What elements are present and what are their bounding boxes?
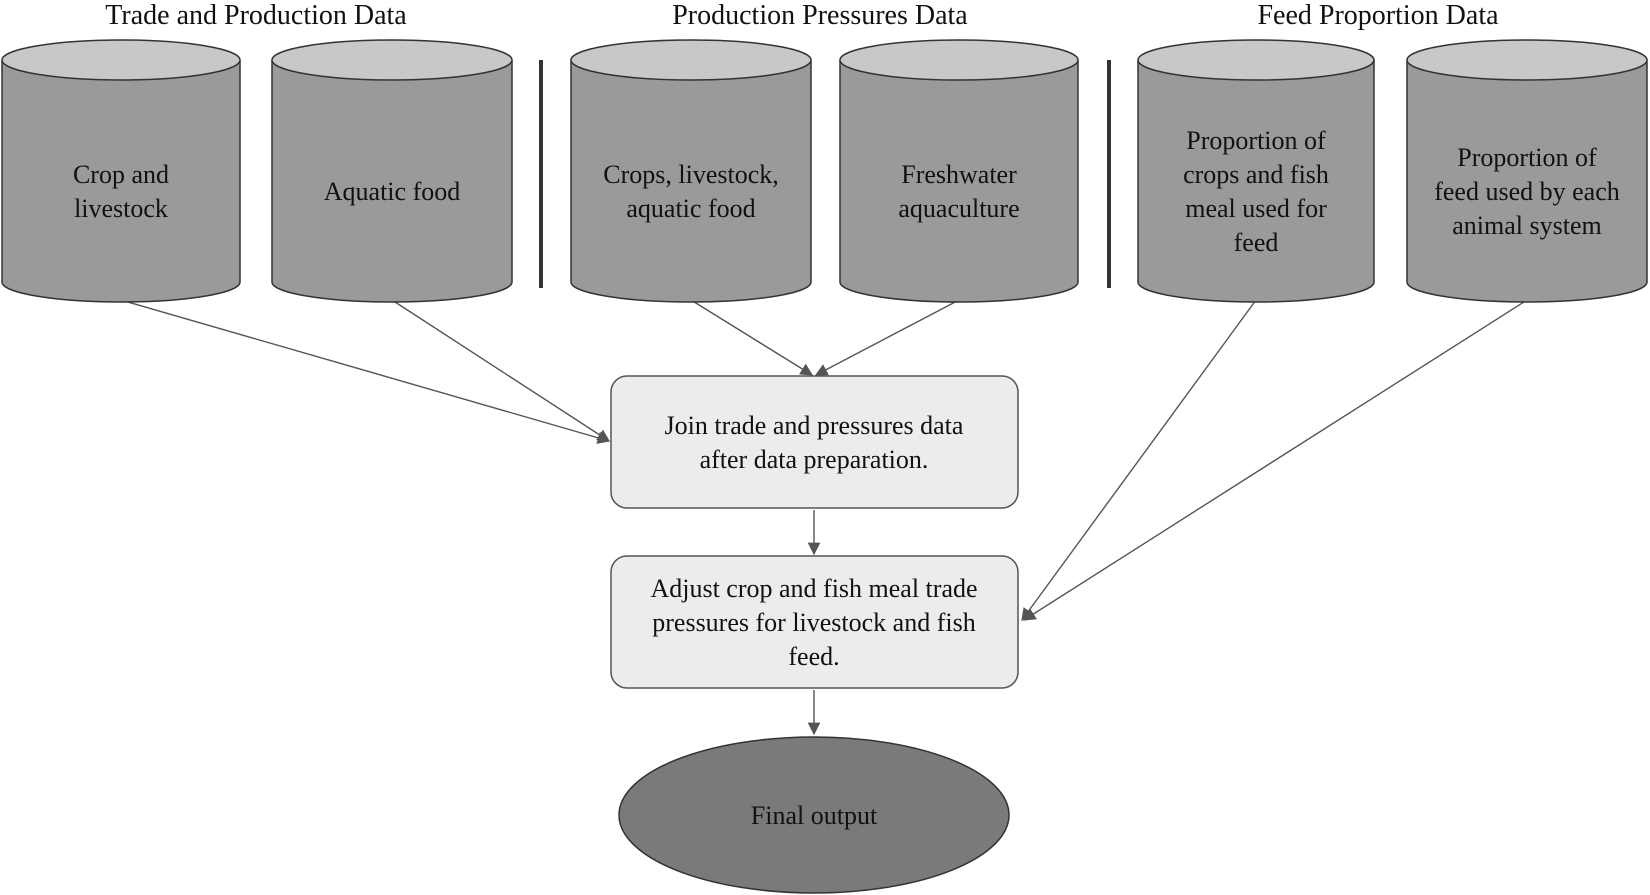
cylinder-feed-crops-fishmeal-label: Proportion of crops and fish meal used for… — [1183, 126, 1329, 257]
label-line: Aquatic food — [324, 177, 460, 206]
process-adjust-feed-pressures: Adjust crop and fish meal trade pressures… — [610, 555, 1019, 689]
edge-feed-by-animal-to-adjust — [1022, 299, 1528, 621]
label-line: Freshwater — [901, 160, 1017, 189]
cylinder-freshwater-aquaculture: Freshwater aquaculture — [839, 39, 1079, 303]
edge-feed-crops-fishmeal-to-adjust — [1021, 299, 1257, 622]
header-feed-proportion: Feed Proportion Data — [1257, 0, 1499, 31]
edge-crop-livestock-to-join — [120, 299, 611, 444]
process-adjust-feed-pressures-label: Adjust crop and fish meal trade pressures… — [650, 574, 977, 671]
label-line: Proportion of — [1186, 126, 1326, 155]
edge-aquatic-food-to-join — [391, 299, 611, 442]
cylinder-feed-by-animal-label: Proportion of feed used by each animal sys… — [1434, 143, 1620, 240]
label-line: Crop and — [73, 160, 169, 189]
label-line: Adjust crop and fish meal trade — [650, 574, 977, 603]
cylinder-feed-by-animal: Proportion of feed used by each animal sys… — [1406, 39, 1648, 303]
label-line: Final output — [751, 801, 878, 830]
cylinder-aquatic-food-label: Aquatic food — [324, 177, 460, 206]
process-join-data-label: Join trade and pressures data after data … — [665, 411, 964, 474]
cylinder-freshwater-aquaculture-label: Freshwater aquaculture — [898, 160, 1019, 223]
label-line: animal system — [1452, 211, 1601, 240]
edges — [120, 299, 1528, 736]
label-line: aquaculture — [898, 194, 1019, 223]
cylinder-crops-livestock-aquatic-label: Crops, livestock, aquatic food — [603, 160, 779, 223]
cylinder-crop-livestock: Crop and livestock — [1, 39, 241, 303]
cylinder-crop-livestock-label: Crop and livestock — [73, 160, 169, 223]
label-line: aquatic food — [626, 194, 755, 223]
process-join-data: Join trade and pressures data after data … — [610, 375, 1019, 509]
cylinder-crops-livestock-aquatic: Crops, livestock, aquatic food — [570, 39, 812, 303]
label-line: feed used by each — [1434, 177, 1620, 206]
cylinder-aquatic-food: Aquatic food — [271, 39, 513, 303]
header-production-pressures: Production Pressures Data — [672, 0, 968, 31]
label-line: Proportion of — [1457, 143, 1597, 172]
header-trade-production: Trade and Production Data — [105, 0, 407, 31]
label-line: feed — [1234, 228, 1279, 257]
label-line: Join trade and pressures data — [665, 411, 964, 440]
edge-crops-livestock-aquatic-to-join — [690, 299, 814, 376]
label-line: crops and fish — [1183, 160, 1329, 189]
final-output-label: Final output — [751, 801, 878, 830]
cylinder-feed-crops-fishmeal: Proportion of crops and fish meal used for… — [1137, 39, 1375, 303]
label-line: meal used for — [1185, 194, 1327, 223]
label-line: pressures for livestock and fish — [652, 608, 975, 637]
label-line: after data preparation. — [700, 445, 929, 474]
final-output-node: Final output — [618, 736, 1010, 894]
edge-freshwater-to-join — [814, 299, 960, 376]
label-line: Crops, livestock, — [603, 160, 779, 189]
label-line: livestock — [74, 194, 168, 223]
label-line: feed. — [788, 642, 839, 671]
